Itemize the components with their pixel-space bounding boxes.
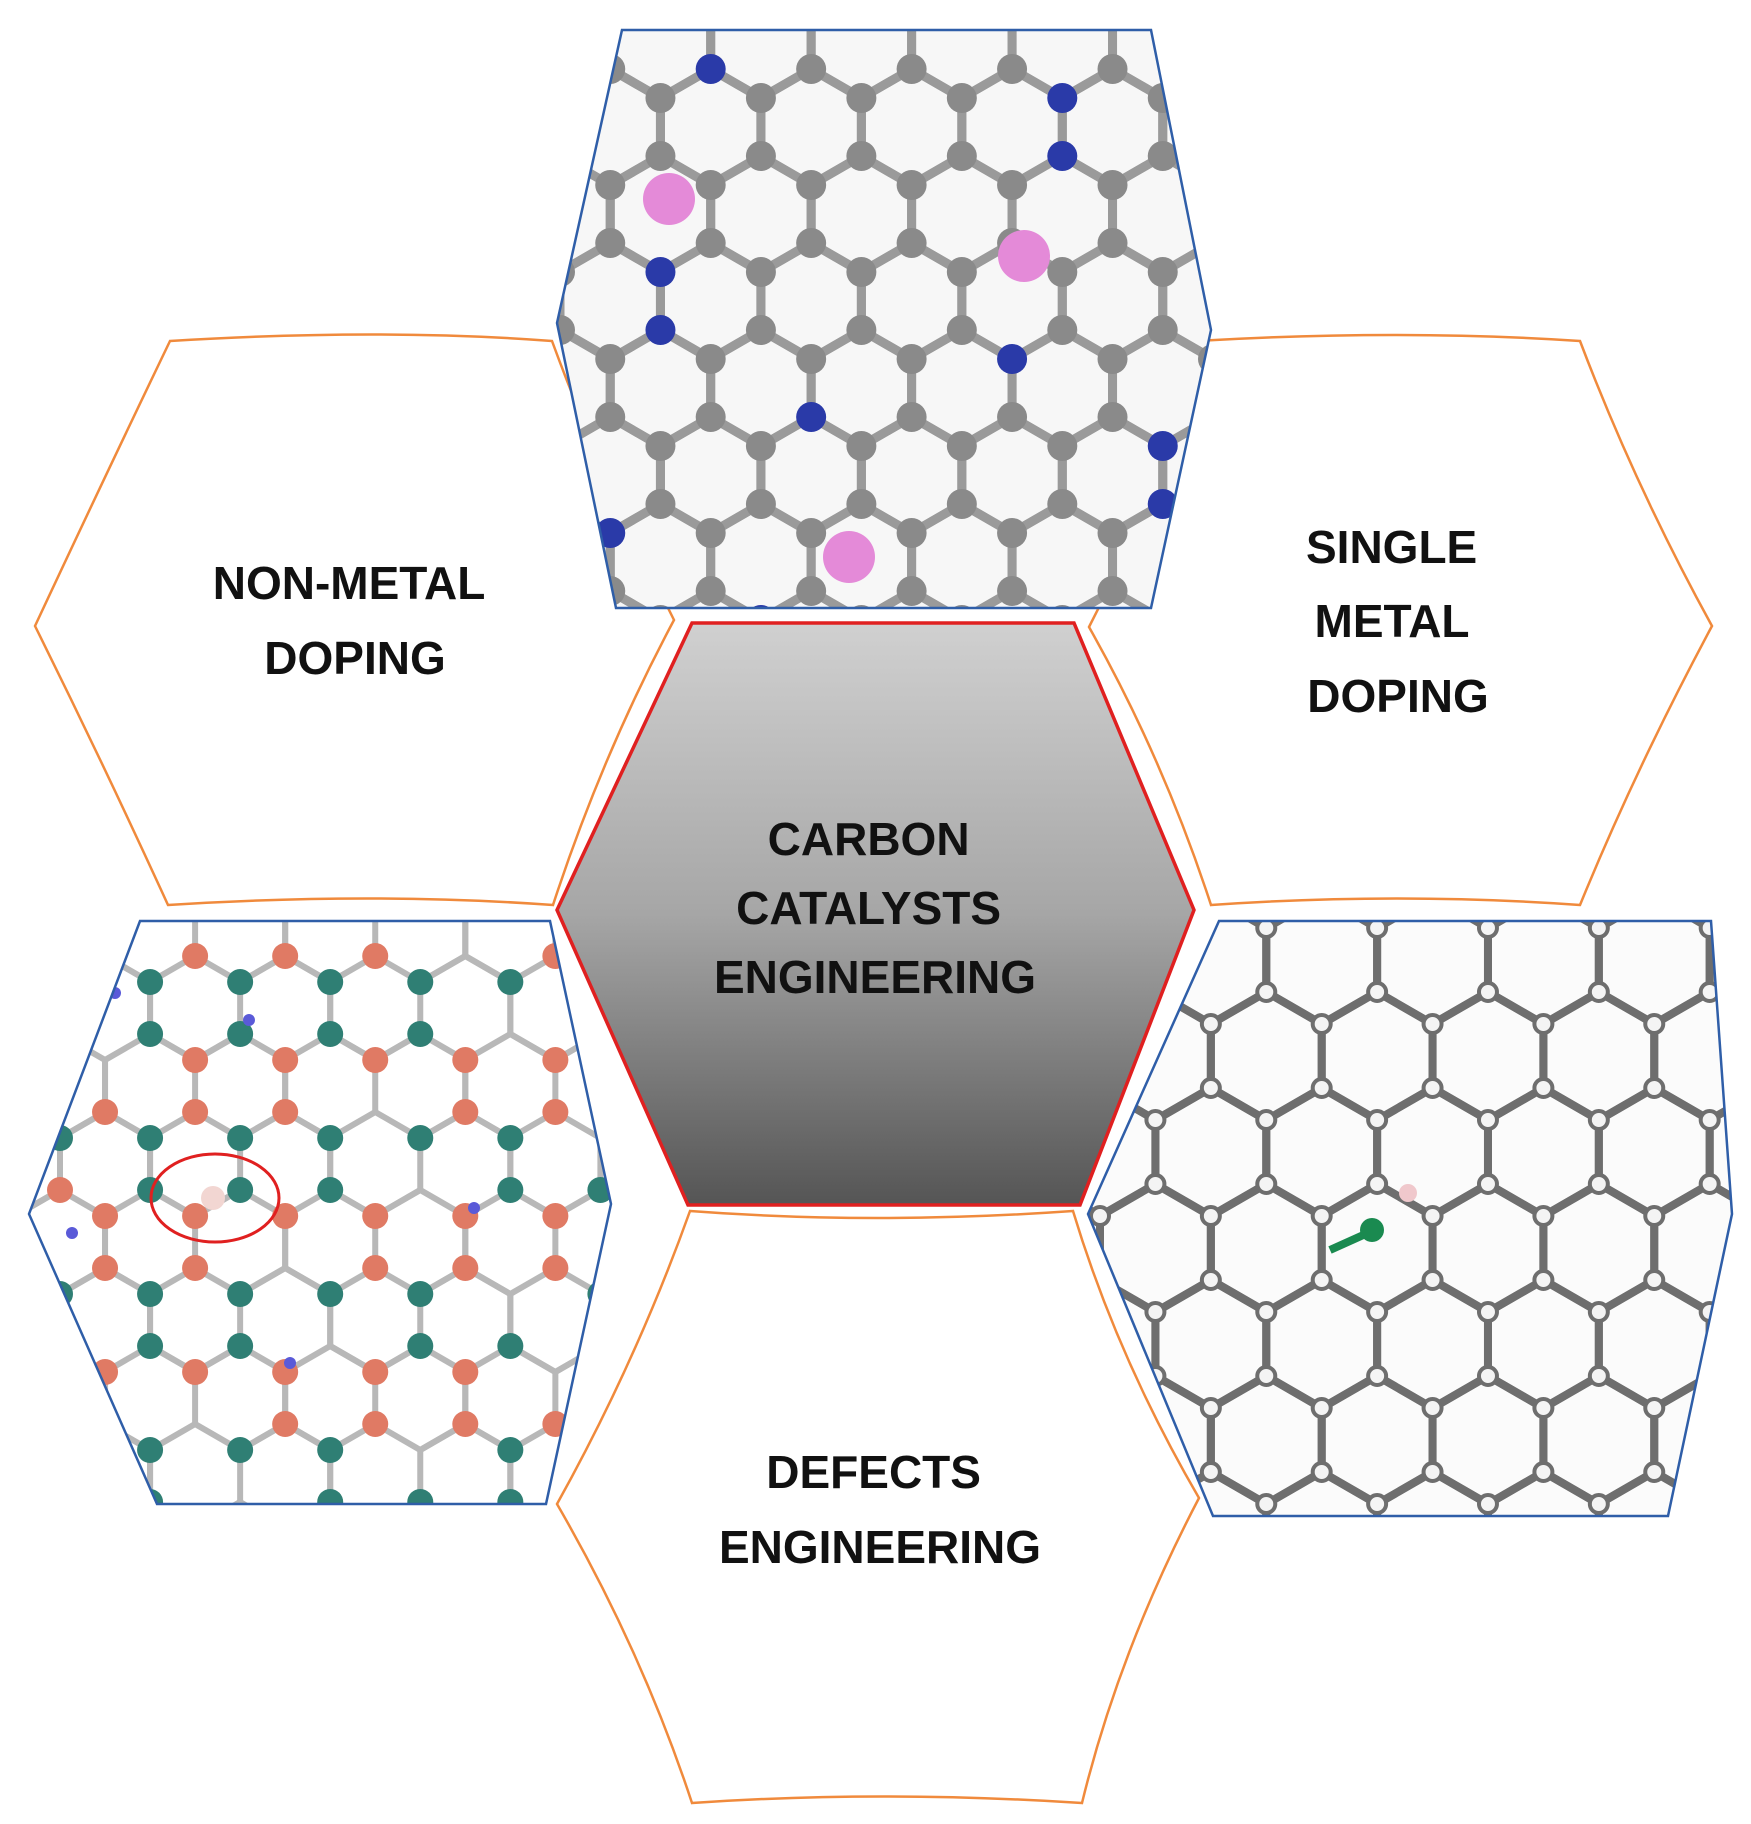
center-title-line-2: CATALYSTS <box>736 882 1001 934</box>
defects-label-line-1: DEFECTS <box>766 1446 981 1498</box>
single-metal-label-line-1: SINGLE <box>1306 521 1477 573</box>
single-metal-doping-hex <box>1087 333 1714 907</box>
top-image-hex-border <box>555 28 1213 610</box>
defects-engineering-label: DEFECTS ENGINEERING <box>719 1446 1041 1573</box>
single-metal-label-line-2: METAL <box>1315 595 1469 647</box>
non-metal-label-line-1: NON-METAL <box>213 557 485 609</box>
non-metal-doping-label: NON-METAL DOPING <box>213 557 498 684</box>
center-title-line-1: CARBON <box>768 813 970 865</box>
vacancy-defect-marker <box>149 1152 281 1244</box>
non-metal-label-line-2: DOPING <box>264 632 445 684</box>
top-doped-graphene-image <box>557 30 1211 608</box>
defects-label-line-2: ENGINEERING <box>719 1521 1041 1573</box>
single-metal-doping-label: SINGLE METAL DOPING <box>1306 521 1490 722</box>
non-metal-doping-hex <box>33 333 676 907</box>
single-metal-label-line-3: DOPING <box>1307 670 1488 722</box>
center-title-line-3: ENGINEERING <box>714 951 1036 1003</box>
left-image-hex-border <box>27 919 613 1506</box>
defects-engineering-hex <box>555 1209 1201 1805</box>
center-title: CARBON CATALYSTS ENGINEERING <box>714 813 1036 1003</box>
right-image-hex-border <box>1086 919 1734 1518</box>
center-hex <box>555 621 1196 1207</box>
